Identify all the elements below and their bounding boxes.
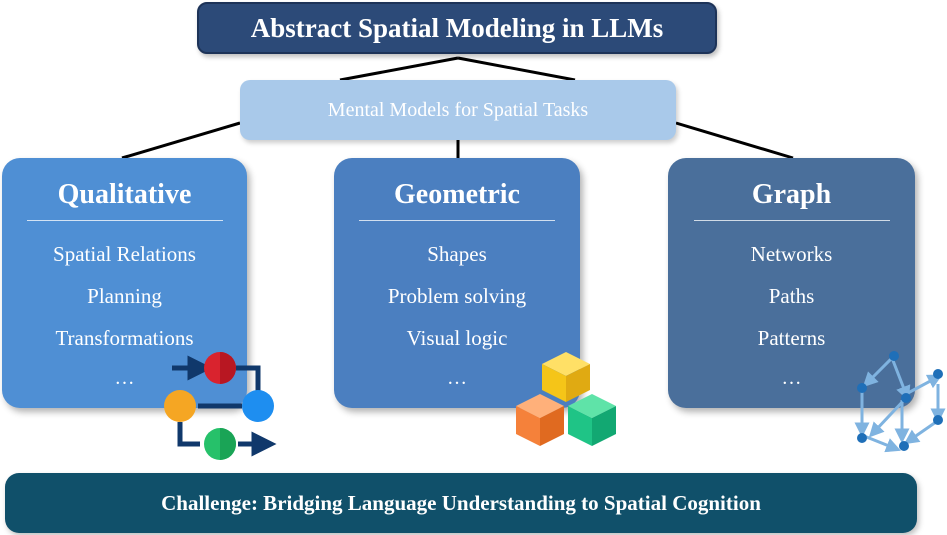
challenge-banner: Challenge: Bridging Language Understandi…: [5, 473, 917, 533]
cube-stack-icon: [516, 352, 616, 446]
geometric-item: Shapes: [427, 242, 487, 266]
diagram-title: Abstract Spatial Modeling in LLMs: [197, 2, 717, 54]
qualitative-item: Spatial Relations: [53, 242, 196, 266]
geometric-item: Visual logic: [406, 326, 508, 350]
qualitative-ellipsis: …: [114, 367, 135, 389]
flow-diagram-icon: [164, 352, 277, 460]
geometric-card: Geometric Shapes Problem solving Visual …: [334, 158, 580, 408]
qualitative-card: Qualitative Spatial Relations Planning T…: [2, 158, 247, 408]
network-graph-icon: [854, 351, 946, 453]
graph-divider: [693, 220, 890, 221]
qualitative-item: Planning: [87, 284, 162, 308]
qualitative-item: Transformations: [55, 326, 194, 350]
geometric-divider: [359, 220, 555, 221]
graph-item: Networks: [750, 242, 833, 266]
graph-item: Paths: [768, 284, 815, 308]
geometric-ellipsis: …: [447, 367, 467, 389]
geometric-heading: Geometric: [394, 179, 520, 210]
geometric-item: Problem solving: [387, 284, 527, 308]
graph-item: Patterns: [757, 326, 826, 350]
mental-models-box: Mental Models for Spatial Tasks: [240, 80, 676, 140]
graph-ellipsis: …: [781, 367, 802, 389]
qualitative-heading: Qualitative: [57, 179, 192, 210]
qualitative-divider: [26, 220, 223, 221]
graph-card: Graph Networks Paths Patterns …: [668, 158, 915, 408]
graph-heading: Graph: [751, 179, 832, 210]
